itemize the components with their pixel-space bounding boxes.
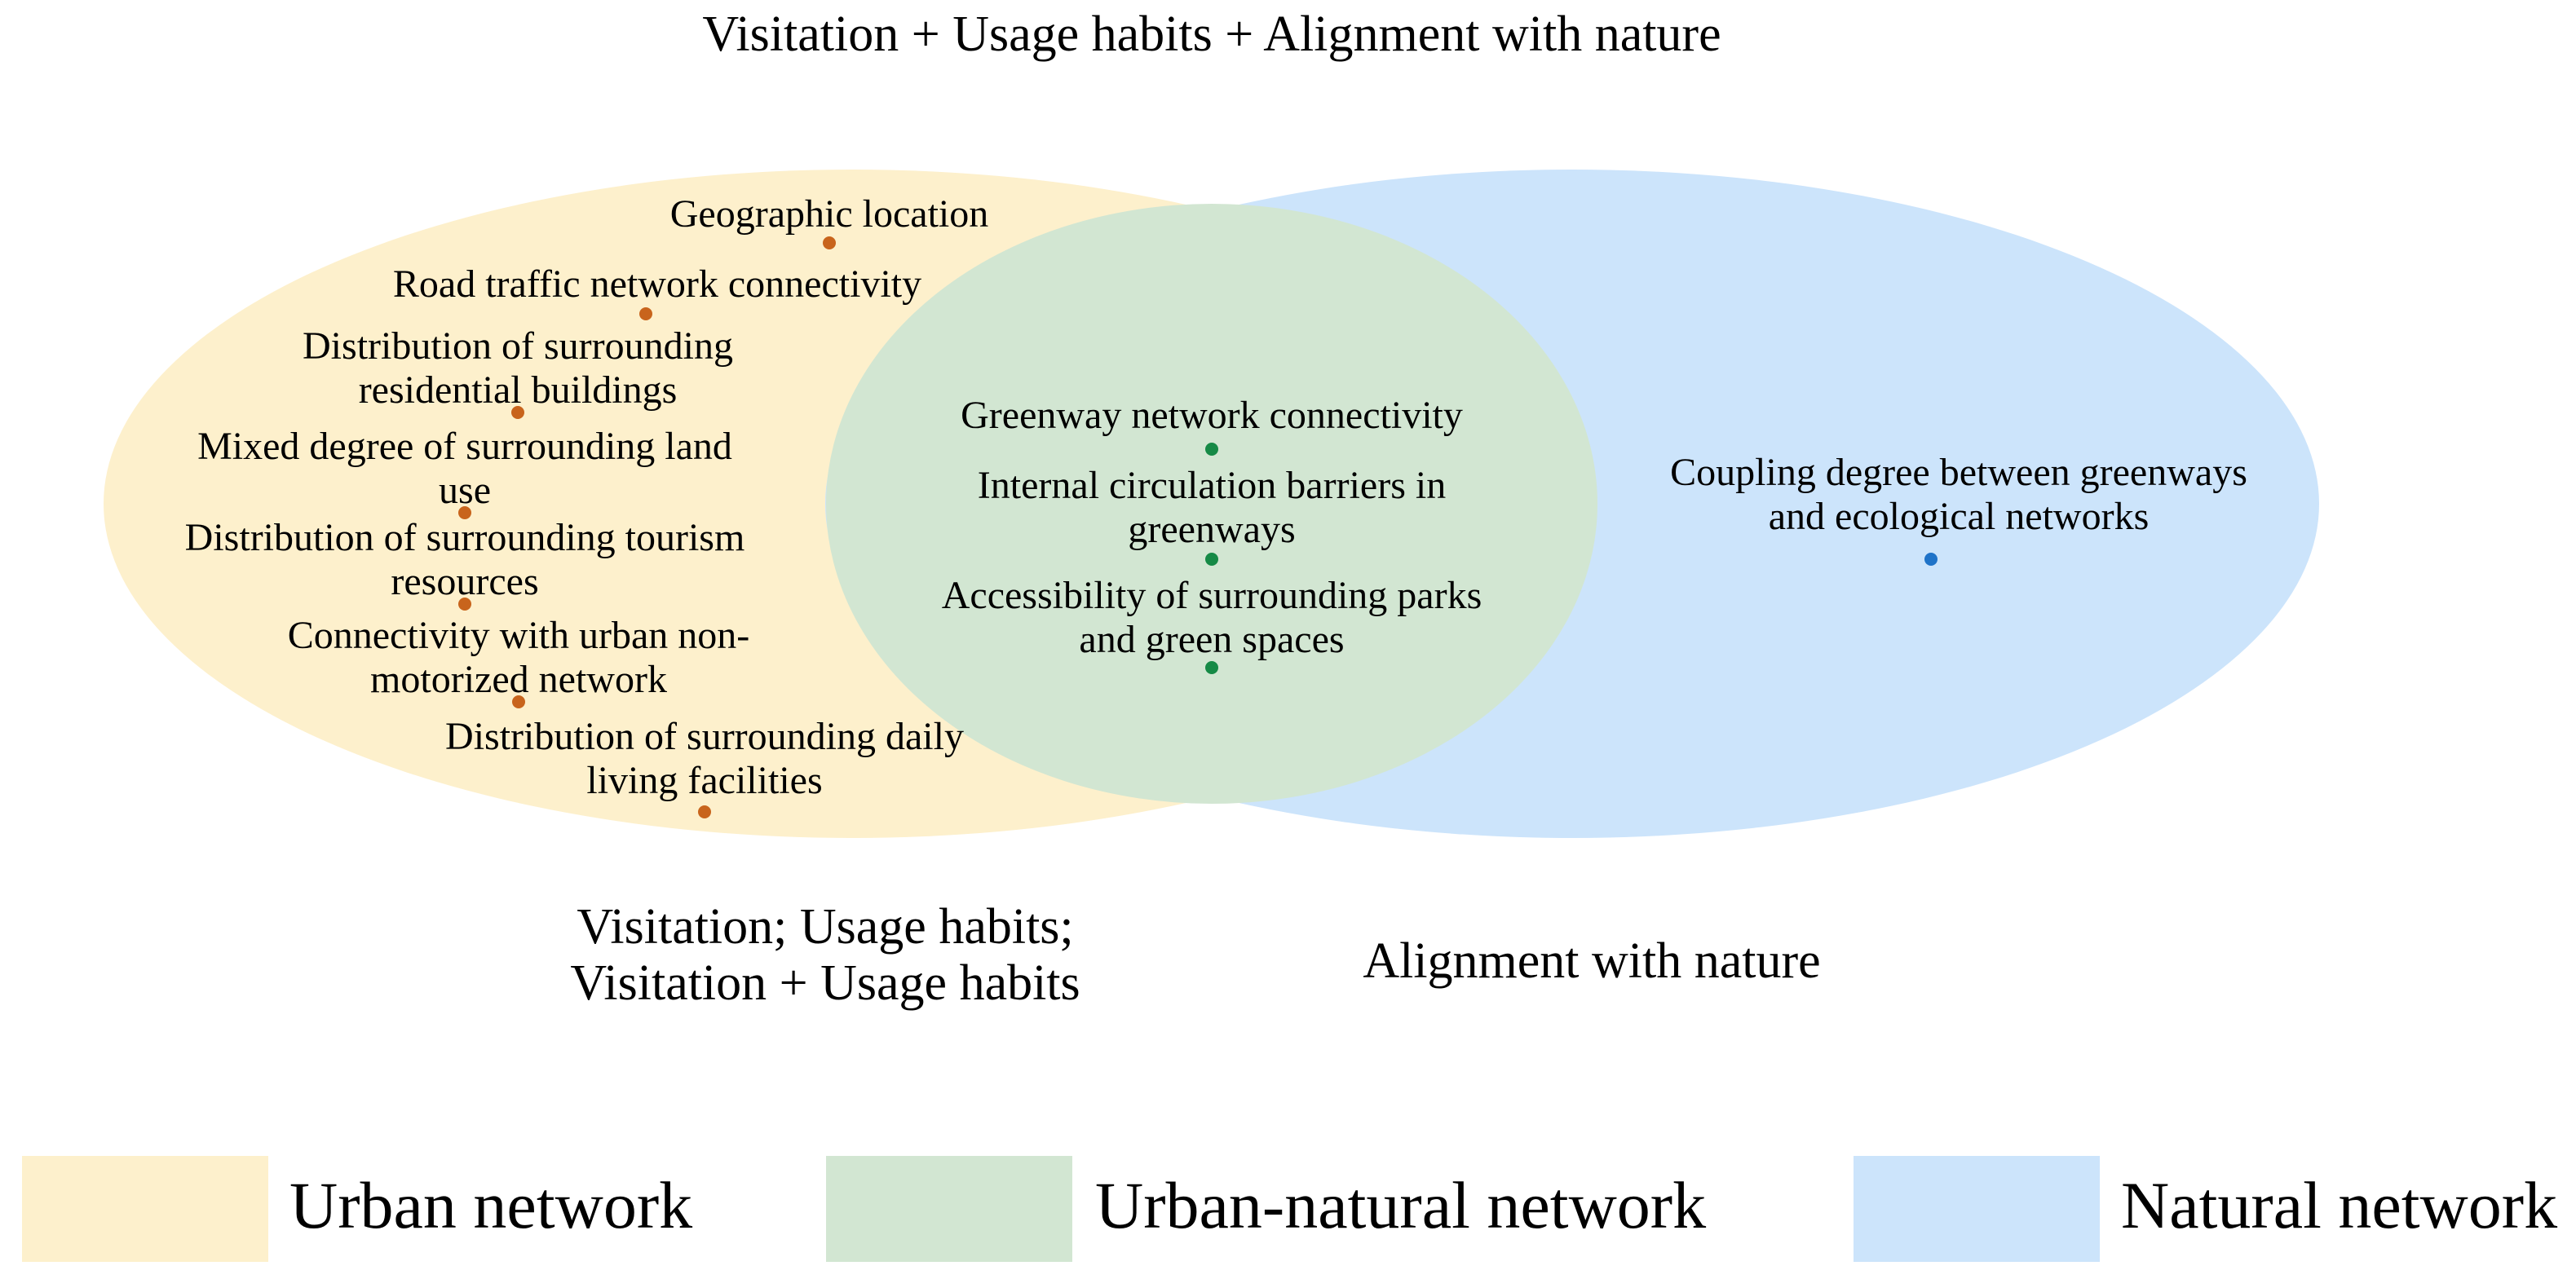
urban-item-dot-daily-living-facilities xyxy=(698,805,711,818)
diagram-title: Visitation + Usage habits + Alignment wi… xyxy=(702,7,1721,62)
urban-network-caption: Visitation; Usage habits; Visitation + U… xyxy=(570,899,1080,1012)
overlap-item-parks-green-spaces: Accessibility of surrounding parks and g… xyxy=(941,574,1482,661)
urban-item-dot-residential-buildings xyxy=(511,406,524,419)
overlap-item-dot-circulation-barriers xyxy=(1205,553,1218,566)
urban-item-land-use: Mixed degree of surrounding land use xyxy=(197,425,732,512)
natural-item-dot-ecological-coupling xyxy=(1924,553,1938,566)
legend-label-urban-natural: Urban-natural network xyxy=(1095,1168,1707,1242)
urban-item-geographic-location: Geographic location xyxy=(669,192,989,236)
urban-item-residential-buildings: Distribution of surrounding residential … xyxy=(303,324,733,412)
natural-network-caption: Alignment with nature xyxy=(1363,933,1821,989)
urban-item-road-traffic: Road traffic network connectivity xyxy=(392,262,922,306)
urban-item-dot-land-use xyxy=(458,506,471,519)
overlap-item-dot-parks-green-spaces xyxy=(1205,661,1218,674)
legend-label-natural: Natural network xyxy=(2121,1168,2558,1242)
urban-item-dot-tourism-resources xyxy=(458,598,471,611)
urban-natural-overlap-ellipse xyxy=(826,204,1597,804)
overlap-item-greenway-connectivity: Greenway network connectivity xyxy=(961,394,1463,437)
urban-item-tourism-resources: Distribution of surrounding tourism reso… xyxy=(184,516,745,603)
urban-item-dot-road-traffic xyxy=(639,307,652,320)
natural-item-ecological-coupling: Coupling degree between greenways and ec… xyxy=(1670,451,2247,538)
urban-item-non-motorized-network: Connectivity with urban non- motorized n… xyxy=(287,614,750,701)
legend-swatch-urban xyxy=(22,1156,268,1262)
urban-item-dot-geographic-location xyxy=(823,236,836,249)
legend-swatch-urban-natural xyxy=(826,1156,1072,1262)
overlap-item-circulation-barriers: Internal circulation barriers in greenwa… xyxy=(977,464,1447,551)
legend-label-urban: Urban network xyxy=(289,1168,693,1242)
overlap-item-dot-greenway-connectivity xyxy=(1205,443,1218,456)
urban-item-dot-non-motorized-network xyxy=(512,695,525,708)
urban-item-daily-living-facilities: Distribution of surrounding daily living… xyxy=(445,715,964,802)
legend-swatch-natural xyxy=(1854,1156,2100,1262)
